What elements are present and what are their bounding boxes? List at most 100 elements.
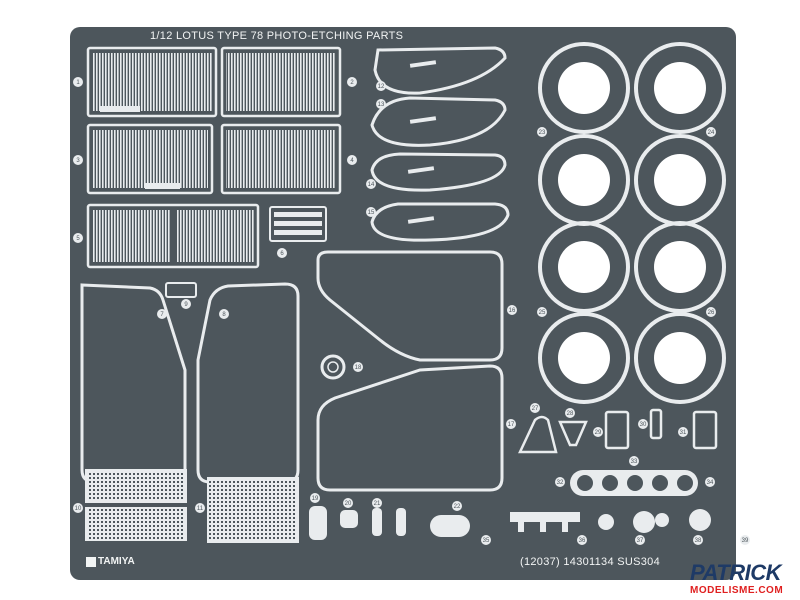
part-number-21: 21 (374, 501, 381, 507)
part-number-31: 31 (680, 430, 687, 436)
part-number-badge-31 (678, 427, 688, 437)
part-number-badge-8 (219, 309, 229, 319)
part-number-badge-35 (481, 535, 491, 545)
part-number-badge-26 (706, 307, 716, 317)
brand-name: TAMIYA (98, 556, 135, 567)
visor-tabs (407, 60, 437, 224)
part-number-3: 3 (76, 158, 80, 164)
part-number-badge-16 (507, 305, 517, 315)
wheel-holes (558, 62, 706, 384)
part-number-9: 9 (184, 302, 188, 308)
part-number-39: 39 (742, 538, 749, 544)
part-number-34: 34 (707, 480, 714, 486)
part-number-badge-21 (372, 498, 382, 508)
part-number-19: 19 (312, 496, 319, 502)
part-number-26: 26 (708, 310, 715, 316)
part-number-badge-6 (277, 248, 287, 258)
part-number-5: 5 (76, 236, 80, 242)
mesh-part-11 (207, 477, 299, 543)
part-number-badge-24 (706, 127, 716, 137)
sheet-title: 1/12 LOTUS TYPE 78 PHOTO-ETCHING PARTS (150, 30, 404, 42)
part-number-badge-33 (629, 456, 639, 466)
part-number-38: 38 (695, 538, 702, 544)
part-number-badge-14 (366, 179, 376, 189)
part-number-badge-10 (73, 503, 83, 513)
part-number-27: 27 (532, 406, 539, 412)
panel-part-8 (196, 282, 300, 484)
floor-panel-part-16 (316, 250, 504, 492)
part-number-badge-19 (310, 493, 320, 503)
part-number-badge-3 (73, 155, 83, 165)
watermark: PATRICK MODELISME.COM (690, 560, 800, 600)
part-number-23: 23 (539, 130, 546, 136)
part-number-22: 22 (454, 504, 461, 510)
gauge-part-18 (320, 354, 346, 380)
wheel-rings-23-26 (538, 42, 726, 404)
part-number-17: 17 (508, 422, 515, 428)
part-number-10: 10 (75, 506, 82, 512)
part-number-33: 33 (631, 459, 638, 465)
part-number-badge-34 (705, 477, 715, 487)
part-number-32: 32 (557, 480, 564, 486)
watermark-title: PATRICK (690, 560, 782, 585)
part-number-37: 37 (637, 538, 644, 544)
part-number-badge-18 (353, 362, 363, 372)
visor-parts-12-15 (370, 46, 510, 242)
brand-mark-icon (86, 556, 96, 567)
grille-part-4 (220, 123, 342, 195)
part-number-12: 12 (378, 84, 385, 90)
part-number-badge-5 (73, 233, 83, 243)
grille-part-6 (269, 206, 327, 242)
part-number-30: 30 (640, 422, 647, 428)
part-number-badge-20 (343, 498, 353, 508)
part-number-29: 29 (595, 430, 602, 436)
part-number-6: 6 (280, 251, 284, 257)
part-number-35: 35 (483, 538, 490, 544)
part-number-20: 20 (345, 501, 352, 507)
part-number-badge-38 (693, 535, 703, 545)
part-number-badge-32 (555, 477, 565, 487)
part-number-badge-25 (537, 307, 547, 317)
small-parts-19-22 (309, 506, 470, 540)
part-number-badge-23 (537, 127, 547, 137)
part-number-2: 2 (350, 80, 354, 86)
part-number-badge-37 (635, 535, 645, 545)
part-number-8: 8 (222, 312, 226, 318)
grille-part-5 (86, 203, 260, 269)
watermark-subtitle: MODELISME.COM (690, 585, 784, 596)
part-number-18: 18 (355, 365, 362, 371)
part-number-badge-7 (157, 309, 167, 319)
part-number-25: 25 (539, 310, 546, 316)
part-number-badge-39 (740, 535, 750, 545)
part-number-13: 13 (378, 102, 385, 108)
part-number-badge-22 (452, 501, 462, 511)
part-number-badge-27 (530, 403, 540, 413)
bracket-part-9 (165, 282, 197, 298)
part-number-24: 24 (708, 130, 715, 136)
part-number-15: 15 (368, 210, 375, 216)
sheet-code: (12037) 14301134 SUS304 (520, 556, 661, 568)
grille-part-1 (86, 46, 218, 118)
part-number-badge-11 (195, 503, 205, 513)
part-number-badge-36 (577, 535, 587, 545)
part-number-badge-9 (181, 299, 191, 309)
part-number-badge-30 (638, 419, 648, 429)
part-number-badge-1 (73, 77, 83, 87)
part-number-badge-28 (565, 408, 575, 418)
strip-part-33 (570, 470, 698, 496)
part-number-28: 28 (567, 411, 574, 417)
part-number-36: 36 (579, 538, 586, 544)
part-number-badge-2 (347, 77, 357, 87)
small-parts-35-39 (510, 509, 711, 533)
part-number-16: 16 (509, 308, 516, 314)
part-number-badge-13 (376, 99, 386, 109)
part-number-14: 14 (368, 182, 375, 188)
grille-part-2 (220, 46, 342, 118)
grille-part-3 (86, 123, 214, 195)
bracket-parts-27-31 (518, 408, 718, 454)
part-number-badge-15 (366, 207, 376, 217)
part-number-badge-29 (593, 427, 603, 437)
part-number-badge-17 (506, 419, 516, 429)
